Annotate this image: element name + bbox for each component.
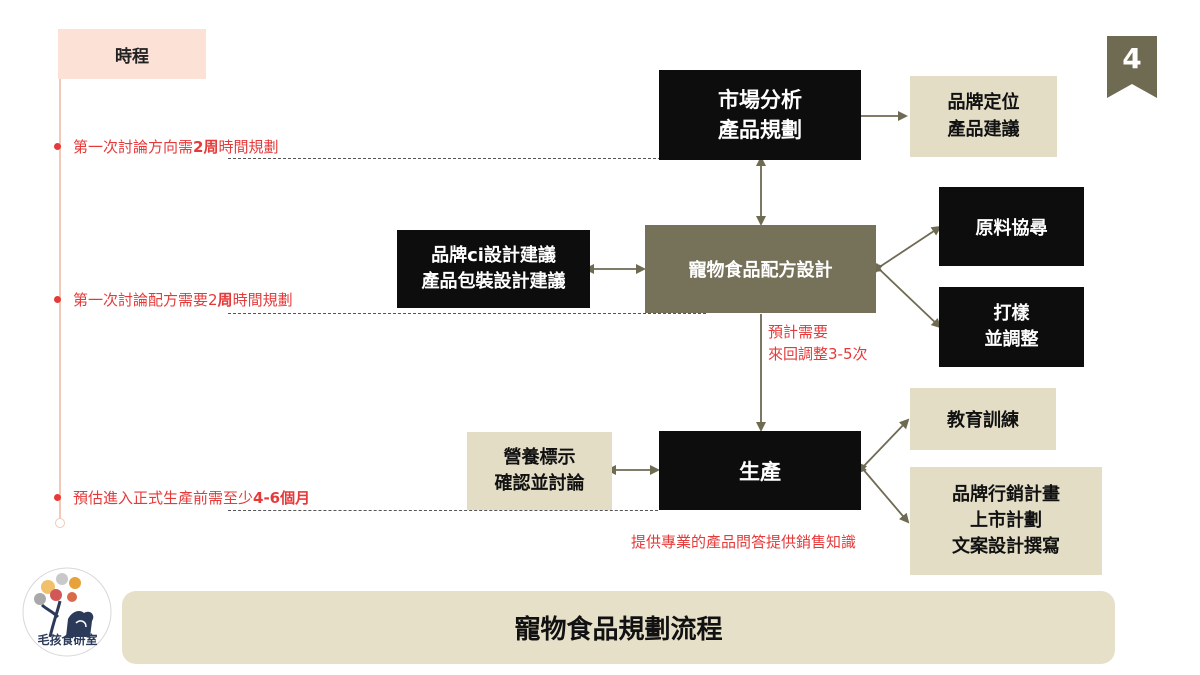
node-raw-material: 原料協尋: [939, 187, 1084, 266]
footer-title: 寵物食品規劃流程: [514, 615, 723, 645]
node-label: 市場分析: [718, 87, 802, 112]
node-label: 品牌行銷計畫: [952, 483, 1060, 505]
page-number-badge: 4: [1107, 36, 1157, 98]
timeline-text: 第一次討論方向需: [73, 138, 194, 156]
adjust-note: 預計需要 來回調整3-5次: [768, 322, 868, 366]
timeline-highlight: 4-6個月: [253, 489, 311, 507]
qa-note: 提供專業的產品問答提供銷售知識: [631, 532, 856, 554]
timeline-text: 第一次討論配方需要2: [73, 291, 218, 309]
timeline-header: 時程: [58, 29, 206, 79]
timeline-dot: [54, 494, 61, 501]
timeline-dot: [54, 143, 61, 150]
node-production: 生產: [659, 431, 861, 510]
timeline-highlight: 2周: [193, 138, 219, 156]
timeline-dot: [54, 296, 61, 303]
node-label: 品牌定位: [947, 92, 1020, 114]
node-label: 品牌ci設計建議: [431, 244, 556, 266]
node-formula-design: 寵物食品配方設計: [645, 225, 876, 313]
node-label: 文案設計撰寫: [952, 536, 1060, 558]
arrow-formula-raw: [871, 225, 942, 273]
node-label: 寵物食品配方設計: [688, 260, 833, 281]
node-brand-position: 品牌定位 產品建議: [910, 76, 1057, 157]
node-marketing: 品牌行銷計畫 上市計劃 文案設計撰寫: [910, 467, 1102, 575]
node-label: 教育訓練: [947, 410, 1019, 431]
node-brand-ci: 品牌ci設計建議 產品包裝設計建議: [397, 230, 590, 308]
logo-text: 毛孩食研室: [37, 633, 98, 647]
node-label: 上市計劃: [970, 509, 1042, 531]
pet-tree-logo-icon: [22, 567, 112, 657]
node-label: 營養標示: [503, 446, 576, 468]
node-label: 並調整: [984, 329, 1039, 350]
node-label: 產品規劃: [718, 118, 802, 142]
node-label: 確認並討論: [494, 473, 585, 494]
timeline-highlight: 周: [217, 291, 233, 309]
timeline-text: 預估進入正式生產前需至少: [73, 489, 254, 507]
node-label: 產品包裝設計建議: [421, 271, 566, 292]
footer-title-bar: 寵物食品規劃流程: [122, 591, 1115, 664]
node-label: 產品建議: [947, 118, 1020, 140]
node-sample: 打樣 並調整: [939, 287, 1084, 367]
timeline-end-dot: [55, 518, 65, 528]
timeline-guide-line: [228, 510, 658, 511]
timeline-text: 時間規劃: [218, 138, 279, 156]
node-label: 生產: [739, 459, 781, 484]
timeline-guide-line: [228, 313, 706, 314]
logo: 毛孩食研室: [20, 565, 115, 660]
timeline-header-label: 時程: [115, 46, 149, 67]
node-label: 原料協尋: [975, 217, 1048, 239]
node-nutrition-label: 營養標示 確認並討論: [467, 432, 612, 510]
timeline-text: 時間規劃: [232, 291, 293, 309]
node-market-analysis: 市場分析 產品規劃: [659, 70, 861, 160]
note-line: 預計需要: [768, 323, 829, 341]
node-label: 打樣: [993, 302, 1030, 324]
note-line: 來回調整3-5次: [768, 344, 868, 363]
page-number: 4: [1122, 42, 1142, 75]
bookmark-ribbon-icon: [1107, 36, 1157, 98]
arrow-formula-sample: [872, 262, 942, 329]
timeline-guide-line: [228, 158, 706, 159]
arrow-production-marketing: [856, 461, 910, 524]
arrow-production-education: [856, 418, 910, 474]
node-education: 教育訓練: [910, 388, 1056, 450]
note-line: 提供專業的產品問答提供銷售知識: [631, 533, 857, 551]
